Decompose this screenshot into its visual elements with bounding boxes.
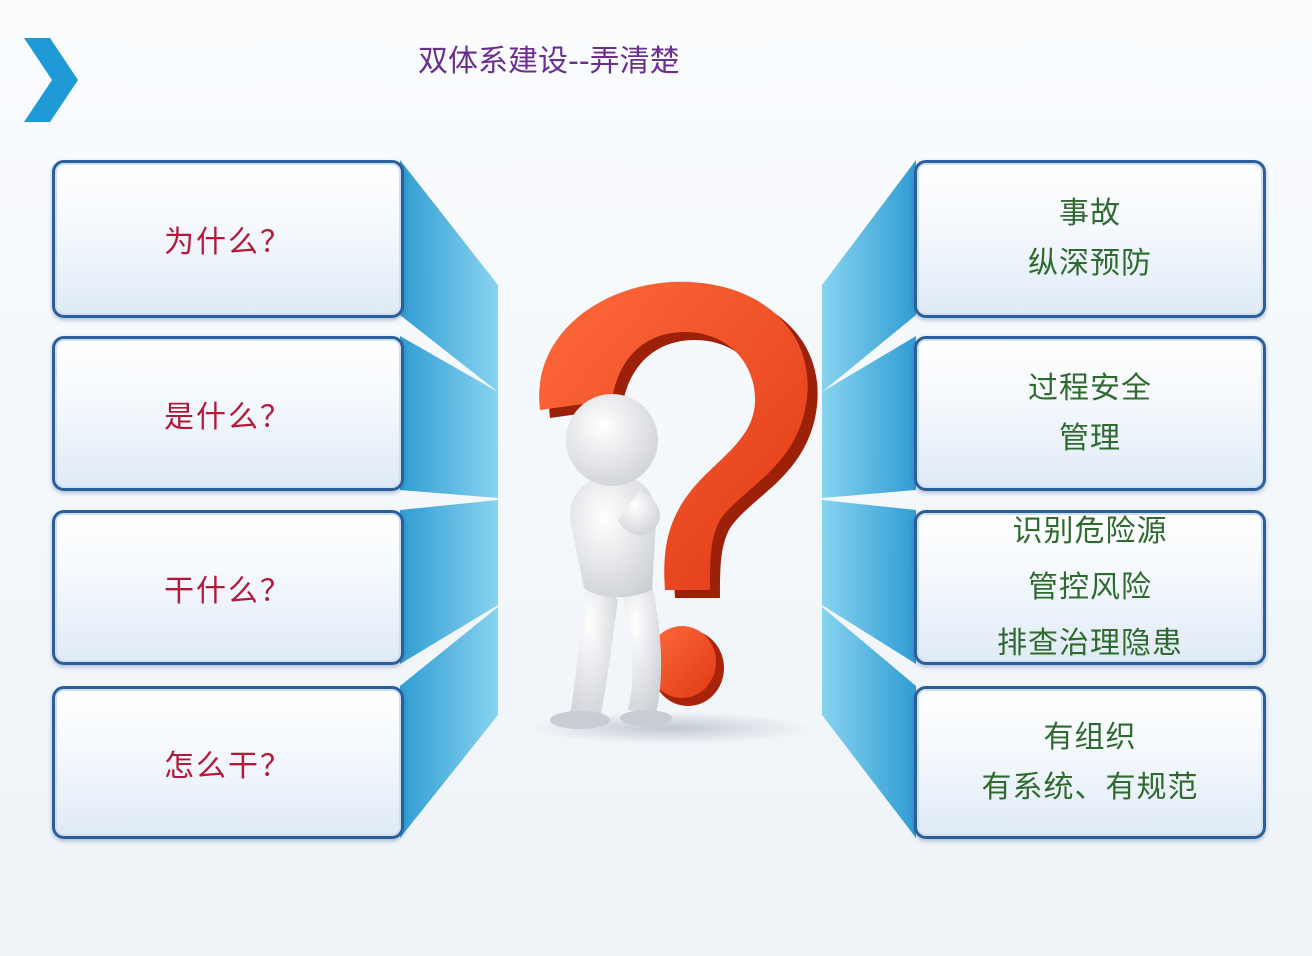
answer-box-3: 识别危险源 管控风险 排查治理隐患 (914, 510, 1266, 665)
question-box-why: 为什么？ (52, 160, 404, 318)
answer-line: 识别危险源 (1012, 513, 1168, 549)
chevron-right-icon (24, 38, 78, 122)
answer-line: 有组织 (1043, 719, 1137, 755)
answer-box-2: 过程安全 管理 (914, 336, 1266, 491)
connector-left-3 (400, 500, 498, 664)
question-label: 怎么干？ (164, 748, 292, 784)
answer-line: 排查治理隐患 (997, 625, 1183, 661)
connector-left-4 (400, 607, 498, 838)
question-box-what: 是什么？ (52, 336, 404, 491)
question-mark-figure (530, 281, 818, 744)
answer-line: 过程安全 (1028, 370, 1152, 406)
question-box-do-what: 干什么？ (52, 510, 404, 665)
connector-right-4 (822, 607, 916, 838)
connector-right-3 (822, 500, 916, 664)
answer-line: 有系统、有规范 (981, 769, 1199, 805)
question-label: 干什么？ (164, 573, 292, 609)
answer-line: 管控风险 (1028, 569, 1152, 605)
answer-line: 管理 (1059, 420, 1121, 456)
connector-left-1 (400, 160, 498, 392)
connector-right-1 (822, 160, 916, 392)
answer-box-4: 有组织 有系统、有规范 (914, 686, 1266, 839)
question-mark-icon (539, 281, 818, 706)
connector-right-2 (822, 336, 916, 498)
question-label: 为什么？ (164, 225, 292, 260)
connector-left-2 (400, 336, 498, 498)
page-title: 双体系建设--弄清楚 (418, 44, 680, 79)
answer-line: 纵深预防 (1028, 246, 1152, 281)
answer-box-1: 事故 纵深预防 (914, 160, 1266, 318)
answer-line: 事故 (1059, 196, 1121, 231)
question-label: 是什么？ (164, 399, 292, 435)
thinking-person-icon (550, 394, 672, 729)
question-box-how: 怎么干？ (52, 686, 404, 839)
